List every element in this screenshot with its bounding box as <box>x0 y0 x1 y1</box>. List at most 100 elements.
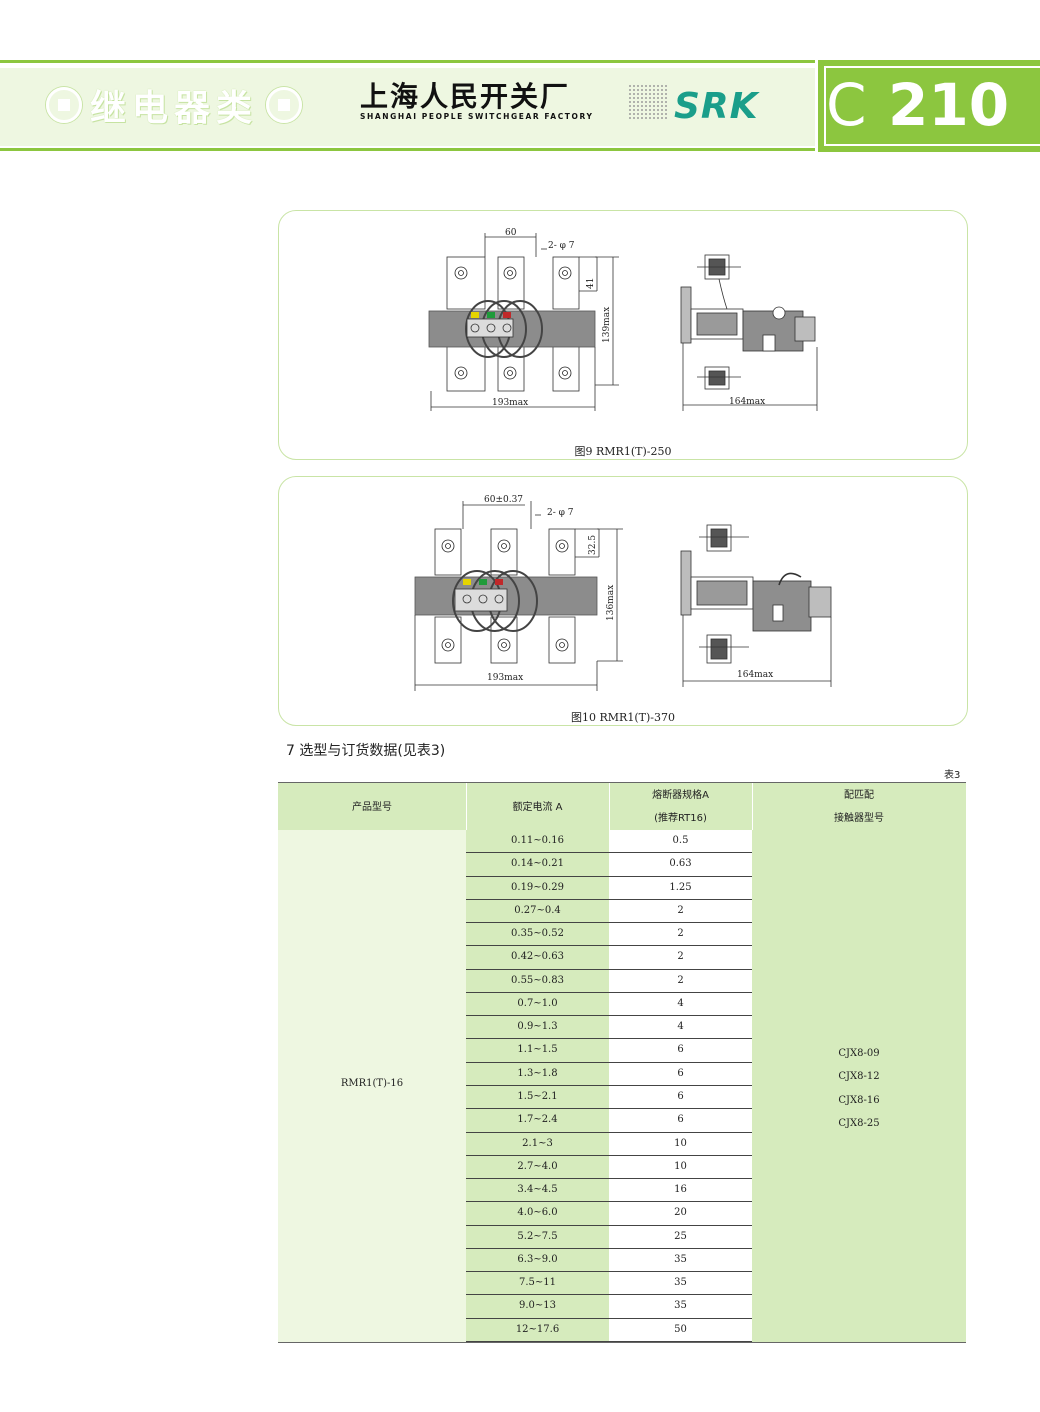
fuse-cell: 2 <box>609 969 752 993</box>
model-value: RMR1(T)-16 <box>340 1078 404 1089</box>
fuse-cell: 35 <box>609 1248 752 1273</box>
fuse-cell: 2 <box>609 923 752 947</box>
fuse-cell: 2 <box>609 899 752 924</box>
dim-holes: 2- φ 7 <box>548 241 575 251</box>
fuse-cell: 6 <box>609 1062 752 1086</box>
fuse-cell: 35 <box>609 1272 752 1296</box>
header-fuse: 熔断器规格A (推荐RT16) <box>652 790 709 824</box>
current-cell: 0.19~0.29 <box>466 876 609 900</box>
fuse-cell: 4 <box>609 1016 752 1040</box>
current-cell: 0.42~0.63 <box>466 946 609 970</box>
current-cell: 9.0~13 <box>466 1295 609 1319</box>
fuse-cell: 25 <box>609 1225 752 1249</box>
fuse-cell: 10 <box>609 1132 752 1156</box>
dim-width-side: 164max <box>729 397 765 407</box>
current-cell: 0.9~1.3 <box>466 1016 609 1040</box>
table-bottom-rule <box>278 1342 966 1343</box>
dim-height-small: 32.5 <box>588 535 598 555</box>
fuse-cell: 2 <box>609 946 752 970</box>
dim-holes: 2- φ 7 <box>547 508 574 518</box>
table-header: 产品型号 额定电流 A 熔断器规格A (推荐RT16) 配匹配 接触器型号 <box>278 782 966 832</box>
fuse-cell: 6 <box>609 1109 752 1133</box>
fuse-cell: 0.5 <box>609 830 752 854</box>
figure-9-drawing: 60 2- φ 7 41 139max 193max 164max <box>428 228 818 411</box>
current-cell: 5.2~7.5 <box>466 1225 609 1249</box>
fuse-cell: 1.25 <box>609 876 752 900</box>
figure-10-drawing: 60±0.37 2- φ 7 32.5 136max 193max 164max <box>414 495 832 691</box>
dim-height-max: 136max <box>606 585 616 621</box>
fuse-cell: 35 <box>609 1295 752 1319</box>
current-cell: 0.27~0.4 <box>466 899 609 924</box>
figure-panel-10: 60±0.37 2- φ 7 32.5 136max 193max 164max… <box>278 476 968 726</box>
fuse-cell: 20 <box>609 1202 752 1226</box>
page-code-number: 210 <box>888 71 1010 139</box>
fuse-cell: 6 <box>609 1039 752 1063</box>
current-cell: 2.1~3 <box>466 1132 609 1156</box>
fuse-cell: 0.63 <box>609 853 752 877</box>
current-cell: 0.35~0.52 <box>466 923 609 947</box>
current-cell: 6.3~9.0 <box>466 1248 609 1273</box>
current-cell: 0.14~0.21 <box>466 853 609 877</box>
header-bottom-rule <box>0 148 815 151</box>
fuse-cell: 4 <box>609 992 752 1017</box>
header-top-rule <box>0 60 815 63</box>
header-contactor: 配匹配 接触器型号 <box>834 790 884 824</box>
section-heading: 7 选型与订货数据(见表3) <box>286 743 446 759</box>
fuse-cell: 6 <box>609 1085 752 1110</box>
brand-logo: SRK <box>674 86 759 127</box>
figure-9-caption: 图9 RMR1(T)-250 <box>574 445 672 458</box>
current-cell: 0.7~1.0 <box>466 992 609 1017</box>
current-cell: 3.4~4.5 <box>466 1179 609 1203</box>
contactor-model: CJX8-25 <box>838 1117 880 1129</box>
current-cell: 4.0~6.0 <box>466 1202 609 1226</box>
header-current: 额定电流 A <box>512 801 563 813</box>
page-code-box <box>818 60 1040 152</box>
company-name-en: SHANGHAI PEOPLE SWITCHGEAR FACTORY <box>360 112 594 121</box>
page-code-letter: C <box>826 71 867 139</box>
current-cell: 7.5~11 <box>466 1272 609 1296</box>
current-cell: 1.1~1.5 <box>466 1039 609 1063</box>
dim-width-front: 193max <box>487 673 523 683</box>
fuse-cell: 50 <box>609 1318 752 1342</box>
current-cell: 1.5~2.1 <box>466 1085 609 1110</box>
figure-panel-9: 60 2- φ 7 41 139max 193max 164max 图9 RMR… <box>278 210 968 460</box>
contactor-model: CJX8-12 <box>838 1071 880 1083</box>
current-cell: 12~17.6 <box>466 1318 609 1342</box>
model-cell: RMR1(T)-16 <box>278 830 466 1342</box>
bullet-icon <box>266 87 303 123</box>
company-name-cn: 上海人民开关厂 <box>360 80 571 113</box>
table-tag: 表3 <box>944 770 961 781</box>
bullet-icon <box>46 87 82 123</box>
dim-height-max: 139max <box>602 307 612 343</box>
contactor-model: CJX8-09 <box>838 1048 880 1059</box>
dim-width-side: 164max <box>737 670 773 680</box>
dim-height-small: 41 <box>586 278 596 289</box>
contactor-model: CJX8-16 <box>838 1094 880 1106</box>
header-model: 产品型号 <box>352 801 392 813</box>
header-background <box>0 68 815 146</box>
fuse-cell: 10 <box>609 1155 752 1180</box>
company-name: 上海人民开关厂 SHANGHAI PEOPLE SWITCHGEAR FACTO… <box>360 82 594 122</box>
current-cell: 2.7~4.0 <box>466 1155 609 1180</box>
current-cell: 1.3~1.8 <box>466 1062 609 1086</box>
figure-10-caption: 图10 RMR1(T)-370 <box>571 711 675 724</box>
